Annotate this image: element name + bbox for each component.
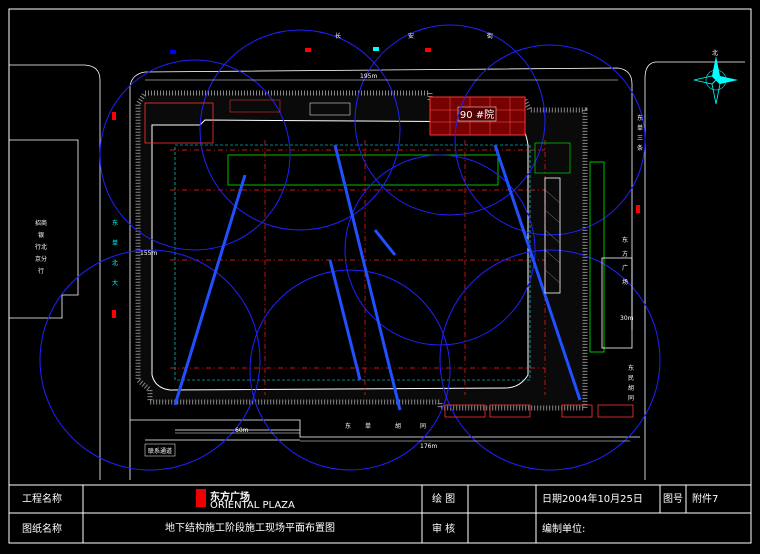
east-minor-lane-label: 东 民 胡 同 xyxy=(628,364,634,402)
checker-label: 审 核 xyxy=(432,522,455,535)
temporary-building xyxy=(544,177,561,294)
dim-right: 30m xyxy=(620,315,634,322)
svg-text:京分: 京分 xyxy=(35,255,47,263)
west-building-label: 招商 银 行北 京分 行 xyxy=(35,219,47,275)
dim-top: 195m xyxy=(360,73,377,80)
north-street-label: 长 安 街 xyxy=(335,32,493,40)
logo-subtitle: ORIENTAL PLAZA xyxy=(210,500,295,511)
gate-boxes xyxy=(444,404,634,418)
svg-text:同: 同 xyxy=(628,395,634,402)
east-green-strip xyxy=(589,161,605,353)
svg-text:单: 单 xyxy=(112,239,118,247)
west-street-label: 东 单 北 大 xyxy=(112,219,118,287)
dim-left: 155m xyxy=(140,250,157,257)
svg-text:行: 行 xyxy=(38,267,44,275)
svg-text:东: 东 xyxy=(112,219,118,227)
dim-bottom: 176m xyxy=(420,443,437,450)
east-building-label: 东 方 广 场 xyxy=(622,236,628,286)
svg-text:行北: 行北 xyxy=(35,243,47,251)
site-boundary xyxy=(135,90,588,411)
svg-text:东: 东 xyxy=(345,422,351,430)
sw-label: 联系通道 xyxy=(148,447,172,455)
crane-booms xyxy=(173,144,582,411)
north-label: 北 xyxy=(712,49,718,57)
svg-text:东: 东 xyxy=(628,364,634,372)
east-building xyxy=(601,257,633,349)
svg-text:条: 条 xyxy=(637,144,643,152)
drawing-title: 地下结构施工阶段施工现场平面布置图 xyxy=(165,521,335,534)
south-street-label: 东 单 胡 同 xyxy=(345,422,426,430)
logo-mark-icon xyxy=(196,489,206,507)
date-text: 日期2004年10月25日 xyxy=(542,492,643,505)
svg-text:大: 大 xyxy=(112,279,118,287)
site-office xyxy=(534,142,571,174)
svg-text:场: 场 xyxy=(622,278,628,286)
svg-text:北: 北 xyxy=(112,259,118,267)
structural-grid xyxy=(170,140,546,395)
svg-text:东: 东 xyxy=(622,236,628,244)
svg-text:同: 同 xyxy=(420,423,426,430)
drawing-frame xyxy=(8,8,752,544)
svg-text:街: 街 xyxy=(487,32,493,40)
top-label-boxes xyxy=(144,99,351,144)
west-building-outline xyxy=(9,139,79,319)
tower-crane-radii xyxy=(39,24,661,471)
drawing-name-label: 图纸名称 xyxy=(22,522,62,535)
title-block xyxy=(9,484,751,543)
svg-text:方: 方 xyxy=(622,250,628,258)
site-box-label: 90 #院 xyxy=(460,108,494,121)
sw-label-box xyxy=(144,443,176,457)
svg-text:民: 民 xyxy=(628,375,634,382)
dim-bottom-left: 60m xyxy=(235,427,249,434)
drawer-label: 绘 图 xyxy=(432,492,455,505)
svg-text:广: 广 xyxy=(622,264,628,272)
svg-text:胡: 胡 xyxy=(395,422,401,430)
svg-text:三: 三 xyxy=(637,135,643,142)
drawing-no-value: 附件7 xyxy=(692,492,718,505)
road-lines xyxy=(9,61,745,480)
svg-text:银: 银 xyxy=(38,231,44,239)
svg-text:长: 长 xyxy=(335,32,341,40)
north-compass-icon xyxy=(693,56,738,105)
svg-text:胡: 胡 xyxy=(628,384,634,392)
unit-label: 编制单位: xyxy=(542,522,585,535)
svg-text:招商: 招商 xyxy=(35,219,47,227)
logo-name: 东方广场 xyxy=(210,490,250,503)
east-lane-label: 东 单 三 条 xyxy=(637,114,643,152)
drawing-no-label: 图号 xyxy=(663,493,683,505)
svg-text:单: 单 xyxy=(637,124,643,132)
svg-text:单: 单 xyxy=(365,422,371,430)
inner-cyan-outline xyxy=(174,144,531,381)
green-band xyxy=(227,154,499,186)
svg-text:东: 东 xyxy=(637,114,643,122)
svg-text:安: 安 xyxy=(408,32,414,40)
dimension-lines xyxy=(145,79,630,442)
road-markers xyxy=(112,47,640,318)
project-name-label: 工程名称 xyxy=(22,492,62,505)
